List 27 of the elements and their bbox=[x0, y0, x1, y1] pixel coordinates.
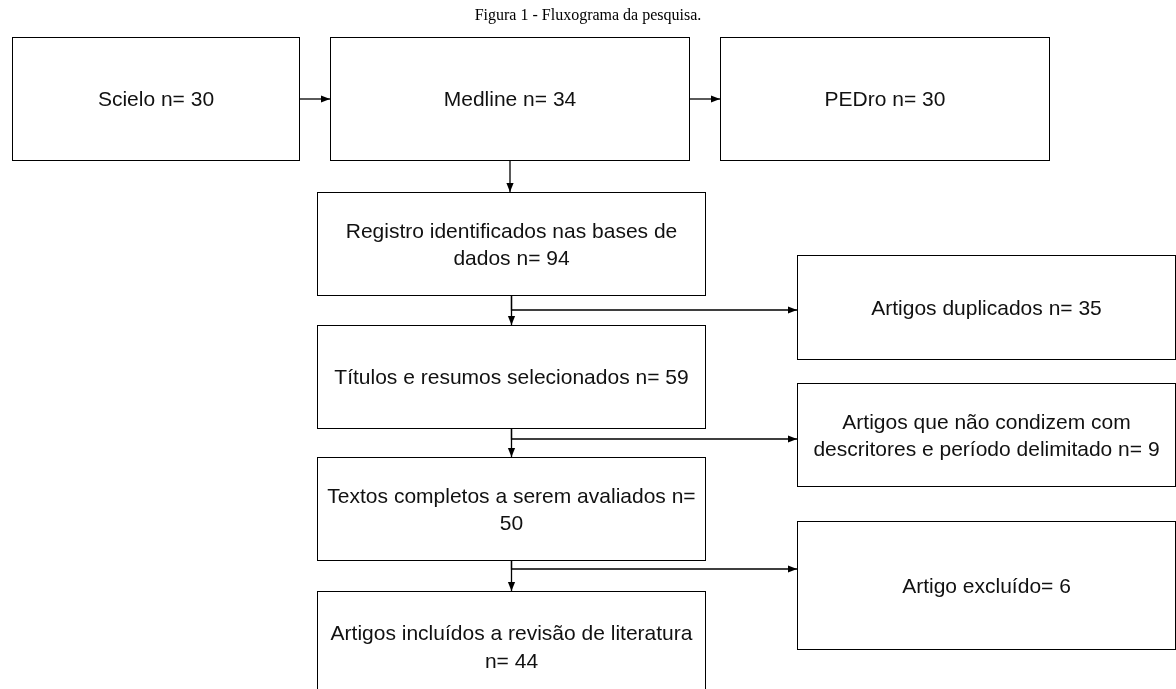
process-box bbox=[317, 325, 706, 429]
arrow bbox=[689, 95, 721, 103]
process-box bbox=[797, 255, 1176, 360]
process-box bbox=[317, 192, 706, 296]
box-text: Textos completos a serem avaliados n= 50 bbox=[326, 482, 697, 536]
process-box bbox=[797, 521, 1176, 650]
arrow bbox=[507, 428, 516, 458]
process-box bbox=[797, 383, 1176, 487]
box-text: Artigos duplicados n= 35 bbox=[871, 294, 1102, 321]
box-text: Artigos que não condizem com descritores e período delimitado n= 9 bbox=[812, 408, 1161, 462]
process-box bbox=[330, 37, 690, 161]
process-box bbox=[317, 457, 706, 561]
arrow bbox=[507, 560, 516, 592]
figure-title: Figura 1 - Fluxograma da pesquisa. bbox=[473, 6, 703, 24]
box-text: PEDro n= 30 bbox=[824, 86, 946, 113]
box-text: Scielo n= 30 bbox=[97, 86, 215, 113]
arrow bbox=[507, 295, 516, 326]
box-text: Artigo excluído= 6 bbox=[902, 572, 1071, 599]
arrow bbox=[299, 95, 331, 103]
box-text: Títulos e resumos selecionados n= 59 bbox=[334, 364, 689, 391]
process-box bbox=[317, 591, 706, 689]
process-box bbox=[12, 37, 300, 161]
process-box bbox=[720, 37, 1050, 161]
box-text: Medline n= 34 bbox=[443, 86, 577, 113]
box-text: Artigos incluídos a revisão de literatura n= 44 bbox=[329, 620, 694, 674]
box-text: Registro identificados nas bases de dados n= 94 bbox=[344, 217, 679, 271]
arrow bbox=[506, 160, 514, 193]
